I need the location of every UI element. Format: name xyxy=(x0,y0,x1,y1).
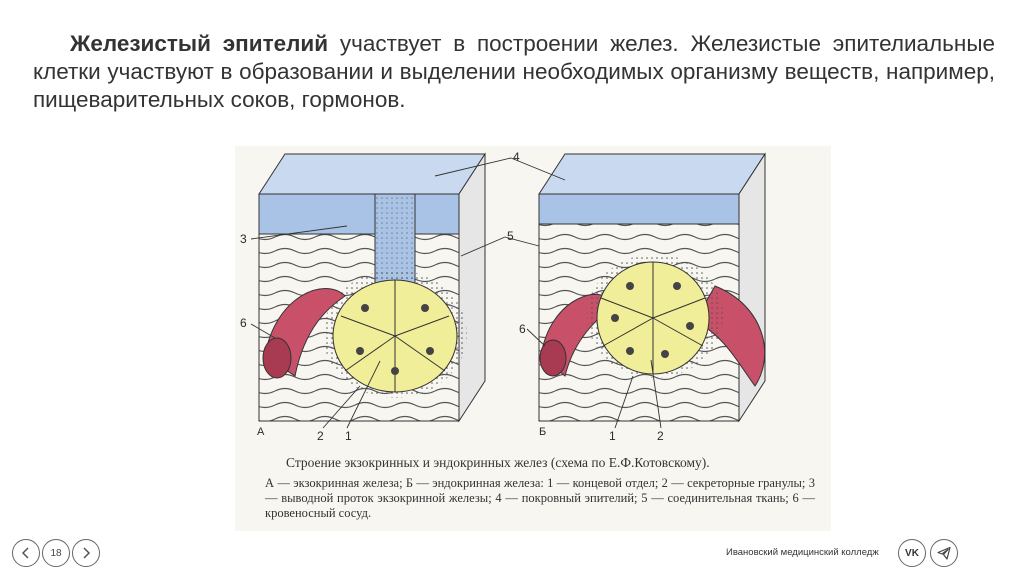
slide-paragraph: Железистый эпителий участвует в построен… xyxy=(33,30,995,114)
label-2-b: 2 xyxy=(657,429,664,443)
label-1-a: 1 xyxy=(345,429,352,443)
vk-share-button[interactable]: VK xyxy=(898,539,926,567)
label-2-a: 2 xyxy=(317,429,324,443)
telegram-share-button[interactable] xyxy=(930,539,958,567)
label-3: 3 xyxy=(240,232,247,246)
label-5: 5 xyxy=(507,229,514,243)
gland-figure: 3 6 4 5 6 2 1 1 2 А Б Строение экзокринн… xyxy=(235,146,831,531)
panel-a-label: А xyxy=(257,426,264,438)
chevron-right-icon xyxy=(81,547,91,559)
page-number: 18 xyxy=(42,539,70,567)
epithelium-layer-b xyxy=(539,194,739,224)
label-6-b: 6 xyxy=(519,322,526,336)
telegram-icon xyxy=(937,546,951,560)
panel-b-label: Б xyxy=(539,426,546,438)
panel-a-block xyxy=(259,154,485,421)
figure-caption-title: Строение экзокринных и эндокринных желез… xyxy=(286,455,826,471)
label-4: 4 xyxy=(513,150,520,164)
prev-slide-button[interactable] xyxy=(12,539,40,567)
slide-lead-term: Железистый эпителий xyxy=(70,31,328,56)
label-1-b: 1 xyxy=(609,429,616,443)
vk-icon: VK xyxy=(905,548,919,559)
chevron-left-icon xyxy=(21,547,31,559)
college-name: Ивановский медицинский колледж xyxy=(726,547,879,558)
figure-caption-body: А — экзокринная железа; Б — эндокринная … xyxy=(265,476,815,521)
label-6-a: 6 xyxy=(240,316,247,330)
panel-b-block xyxy=(539,154,765,421)
epithelium-layer-a xyxy=(259,194,459,234)
gland-illustration xyxy=(235,146,831,531)
next-slide-button[interactable] xyxy=(72,539,100,567)
